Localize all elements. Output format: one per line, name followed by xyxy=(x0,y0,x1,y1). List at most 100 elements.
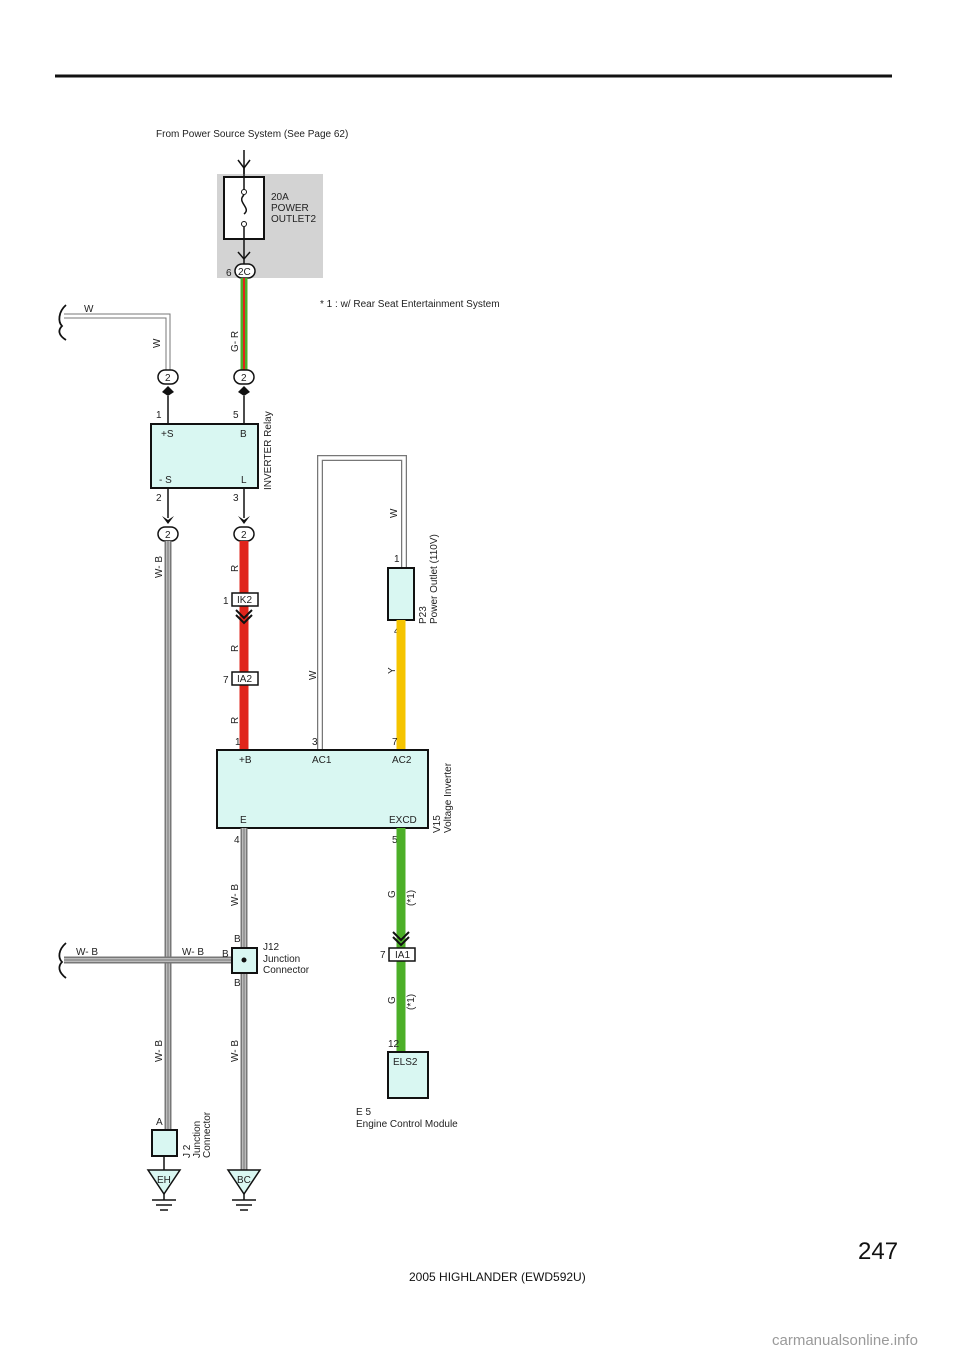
wire-wb-left-upper-label: W- B xyxy=(154,556,165,578)
fuse-connector-arrow xyxy=(237,251,251,261)
relay-top-arrows xyxy=(162,386,250,424)
relay-pin-1: 1 xyxy=(156,410,162,421)
wire-r3-label: R xyxy=(230,717,241,724)
fuse-rating: 20A xyxy=(271,192,289,203)
voltage-inverter-box xyxy=(216,749,429,829)
wire-wb-mid-lower-label: W- B xyxy=(230,1040,241,1062)
ecm-pin: 12 xyxy=(388,1039,400,1050)
j12-code: J12 xyxy=(263,942,280,953)
j2-name-line2: Connector xyxy=(202,1111,213,1158)
wire-w-right-label: W xyxy=(389,508,400,518)
wire-w-top-label: W xyxy=(84,304,94,315)
connector-ik2 xyxy=(231,592,259,607)
wire-wb-left-lower-label: W- B xyxy=(154,1040,165,1062)
inverter-terminal-b: +B xyxy=(239,755,252,766)
relay-connector-bottom-left-label: 2 xyxy=(165,530,171,541)
ground-bc-label: BC xyxy=(237,1175,251,1186)
wire-gr-label: G- R xyxy=(230,331,241,352)
relay-terminal-minus-s: - S xyxy=(159,475,172,486)
relay-pin-3: 3 xyxy=(233,493,239,504)
wire-g1-note: (*1) xyxy=(406,890,417,906)
connector-ia1 xyxy=(388,947,416,962)
power-outlet-code: P23 xyxy=(418,606,429,624)
ground-eh-label: EH xyxy=(157,1175,171,1186)
outlet-pin-top: 1 xyxy=(394,554,400,565)
inverter-terminal-excd: EXCD xyxy=(389,815,417,826)
connector-ia2 xyxy=(231,671,259,686)
watermark: carmanualsonline.info xyxy=(772,1332,918,1349)
j12-name-line1: Junction xyxy=(263,954,300,965)
fuse-name-line2: OUTLET2 xyxy=(271,214,316,225)
connector-ik2-label: IK2 xyxy=(237,595,252,606)
wire-wb-mid-label: W- B xyxy=(230,884,241,906)
j2-pin: A xyxy=(156,1117,163,1128)
j12-name-line2: Connector xyxy=(263,965,310,976)
wire-wb-far-left-bracket xyxy=(58,942,67,979)
wire-y-label: Y xyxy=(387,667,398,674)
relay-terminal-b: B xyxy=(240,429,247,440)
ecm-code: E 5 xyxy=(356,1107,371,1118)
connector-ia2-pin: 7 xyxy=(223,675,229,686)
inverter-terminal-ac1: AC1 xyxy=(312,755,332,766)
relay-terminal-plus-s: +S xyxy=(161,429,174,440)
connector-ia1-pin: 7 xyxy=(380,950,386,961)
relay-connector-bottom-right-label: 2 xyxy=(241,530,247,541)
ground-bc xyxy=(226,1169,262,1211)
wire-w-mid-label: W xyxy=(308,670,319,680)
ia1-chevrons xyxy=(392,931,410,947)
ecm-box xyxy=(387,1051,429,1099)
inverter-pin-5: 5 xyxy=(392,835,398,846)
footnote: * 1 : w/ Rear Seat Entertainment System xyxy=(320,299,500,310)
j12-pin-left: B xyxy=(222,949,229,960)
power-source-label: From Power Source System (See Page 62) xyxy=(156,129,348,140)
connector-2c-label: 2C xyxy=(238,267,251,278)
model-title: 2005 HIGHLANDER (EWD592U) xyxy=(409,1270,586,1284)
relay-connector-top-left-label: 2 xyxy=(165,373,171,384)
j2-name-line1: Junction xyxy=(192,1121,203,1158)
j12-pin-bottom: B xyxy=(234,978,241,989)
ground-eh xyxy=(146,1169,182,1211)
relay-connector-top-right-label: 2 xyxy=(241,373,247,384)
voltage-inverter-code: V15 xyxy=(432,815,443,833)
wire-g2-label: G xyxy=(387,996,398,1004)
j12-junction-dot xyxy=(241,957,247,963)
inverter-pin-3: 3 xyxy=(312,737,318,748)
j2-junction-box xyxy=(151,1129,178,1157)
ecm-terminal: ELS2 xyxy=(393,1057,418,1068)
inverter-relay-name: INVERTER Relay xyxy=(263,411,274,490)
connector-ia2-label: IA2 xyxy=(237,674,252,685)
power-outlet-name: Power Outlet (110V) xyxy=(429,534,440,624)
inverter-terminal-ac2: AC2 xyxy=(392,755,412,766)
inverter-pin-4: 4 xyxy=(234,835,240,846)
inverter-relay-box xyxy=(150,423,259,489)
wire-r1-label: R xyxy=(230,565,241,572)
ik2-chevrons xyxy=(235,609,253,625)
wire-wb-junction-label: W- B xyxy=(182,947,204,958)
connector-ia1-label: IA1 xyxy=(395,950,410,961)
relay-connector-top-left xyxy=(157,369,179,385)
wire-g2-note: (*1) xyxy=(406,994,417,1010)
j12-pin-top: B xyxy=(234,934,241,945)
inverter-terminal-e: E xyxy=(240,815,247,826)
connector-2c-pin: 6 xyxy=(226,268,232,279)
ecm-name: Engine Control Module xyxy=(356,1119,458,1130)
fuse-icon xyxy=(241,168,247,264)
inverter-pin-7: 7 xyxy=(392,737,398,748)
wire-g1-label: G xyxy=(387,890,398,898)
wire-r2-label: R xyxy=(230,645,241,652)
wire-w-left-label: W xyxy=(152,338,163,348)
wire-w-top-bracket xyxy=(58,304,67,341)
relay-terminal-l: L xyxy=(241,475,247,486)
voltage-inverter-name: Voltage Inverter xyxy=(443,762,454,833)
wire-wb-far-left-label: W- B xyxy=(76,947,98,958)
connector-ik2-pin: 1 xyxy=(223,596,229,607)
relay-pin-2: 2 xyxy=(156,493,162,504)
page-number: 247 xyxy=(858,1238,898,1265)
fuse-name-line1: POWER xyxy=(271,203,309,214)
relay-pin-5: 5 xyxy=(233,410,239,421)
inverter-pin-1: 1 xyxy=(235,737,241,748)
relay-connector-top-right xyxy=(233,369,255,385)
j2-code: J 2 xyxy=(182,1144,193,1158)
relay-bottom-arrows xyxy=(162,488,250,524)
